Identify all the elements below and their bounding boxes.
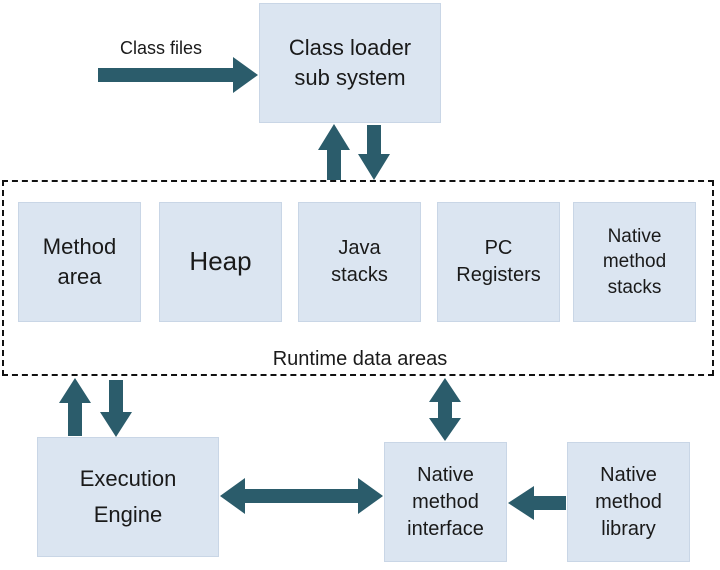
execution-engine-to-runtime-arrow [59,378,91,436]
runtime-data-areas-label: Runtime data areas [272,348,448,370]
execution-engine-node: Execution Engine [37,437,219,557]
runtime-data-areas-frame [2,180,714,376]
native-method-interface-label: Native method interface [407,463,484,540]
native-method-stacks-node: Native method stacks [573,202,696,322]
class-loader-to-runtime-arrow [358,125,390,180]
runtime-native-interface-double-arrow [429,378,461,441]
native-method-library-label: Native method library [595,463,662,540]
execution-engine-label: Execution Engine [79,465,177,527]
method-area-node: Method area [18,202,141,322]
native-method-stacks-label: Native method stacks [602,225,667,298]
engine-native-interface-double-arrow [220,478,383,514]
class-loader-label: Class loader sub system [288,35,412,90]
heap-label: Heap [189,246,252,277]
runtime-to-execution-engine-arrow [100,380,132,437]
class-files-arrow [98,57,258,93]
class-files-label: Class files [120,38,203,58]
library-to-interface-arrow [508,486,566,520]
java-stacks-label: Java stacks [331,237,388,286]
runtime-to-class-loader-arrow [318,124,350,180]
native-method-library-node: Native method library [567,442,690,562]
heap-node: Heap [159,202,282,322]
pc-registers-label: PC Registers [456,237,541,286]
native-method-interface-node: Native method interface [384,442,507,562]
pc-registers-node: PC Registers [437,202,560,322]
method-area-label: Method area [42,234,117,289]
class-loader-subsystem-node: Class loader sub system [259,3,441,123]
java-stacks-node: Java stacks [298,202,421,322]
